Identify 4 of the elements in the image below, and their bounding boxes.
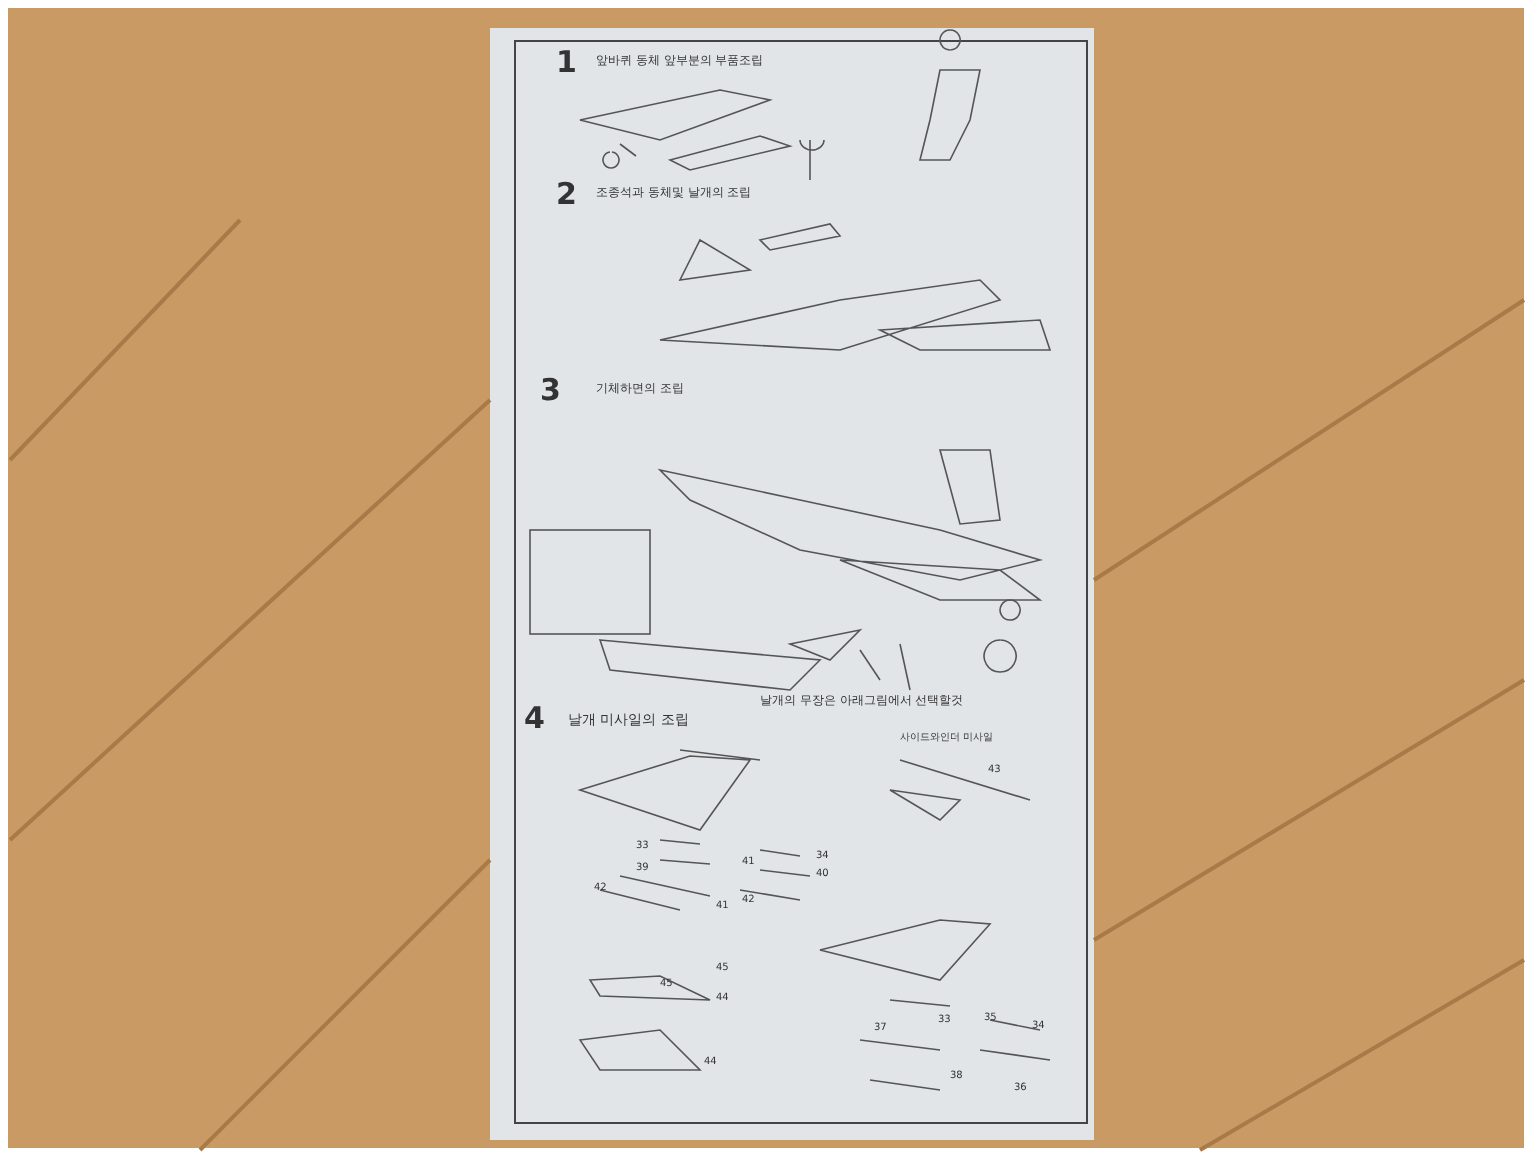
- step-number: 2: [556, 176, 577, 212]
- step-number: 4: [524, 700, 545, 736]
- step-number: 3: [540, 372, 561, 408]
- step-number: 1: [556, 44, 577, 80]
